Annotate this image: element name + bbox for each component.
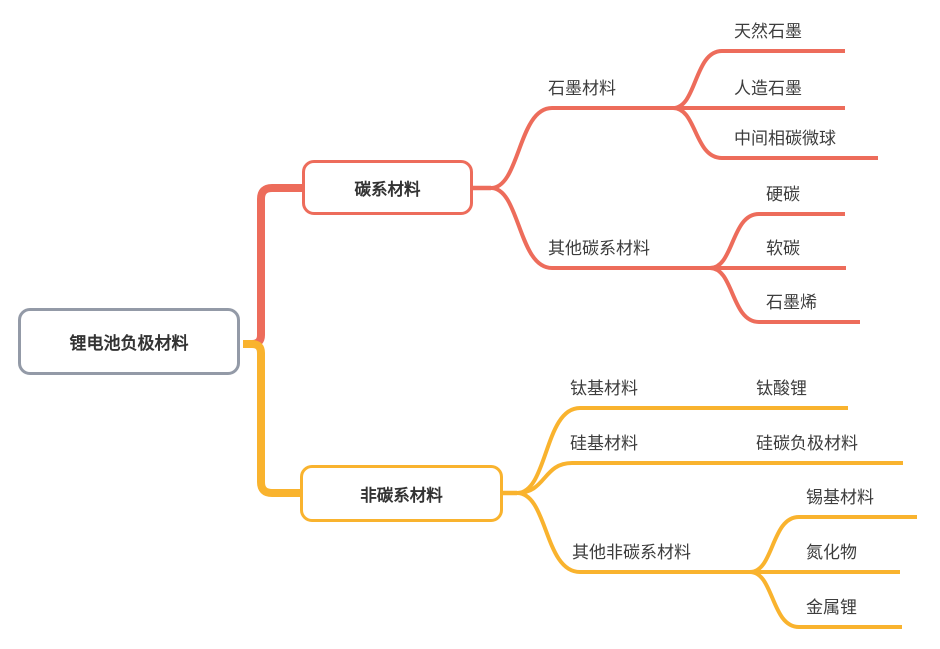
node-non-carbon-materials[interactable]: 非碳系材料: [300, 465, 503, 522]
natural-graphite-connector: [672, 49, 845, 110]
topic-silicon-based[interactable]: 硅基材料: [570, 434, 638, 453]
topic-other-non-carbon[interactable]: 其他非碳系材料: [572, 543, 691, 562]
leaf-nitride[interactable]: 氮化物: [806, 543, 857, 562]
graphene-connector: [709, 266, 860, 324]
silicon-row-connector: [516, 461, 903, 495]
leaf-soft-carbon[interactable]: 软碳: [766, 239, 800, 258]
noncarbon-node-label: 非碳系材料: [360, 486, 443, 505]
node-carbon-materials[interactable]: 碳系材料: [302, 160, 473, 215]
leaf-mesocarbon-microbeads[interactable]: 中间相碳微球: [734, 129, 836, 148]
other-carbon-row-connector: [490, 186, 846, 270]
leaf-lithium-metal[interactable]: 金属锂: [806, 598, 857, 617]
topic-graphite-materials[interactable]: 石墨材料: [548, 79, 616, 98]
leaf-hard-carbon[interactable]: 硬碳: [766, 185, 800, 204]
other-noncarbon-row-connector: [516, 491, 900, 574]
carbon-node-label: 碳系材料: [354, 180, 421, 199]
hard-carbon-connector: [709, 212, 845, 270]
root-node-label: 锂电池负极材料: [69, 334, 189, 353]
leaf-tin-based[interactable]: 锡基材料: [806, 488, 874, 507]
tin-based-connector: [749, 515, 917, 574]
topic-titanium-based[interactable]: 钛基材料: [570, 379, 638, 398]
leaf-graphene[interactable]: 石墨烯: [766, 293, 817, 312]
topic-other-carbon-materials[interactable]: 其他碳系材料: [548, 239, 650, 258]
leaf-artificial-graphite[interactable]: 人造石墨: [734, 79, 802, 98]
trunk-noncarbon-connector: [243, 340, 301, 497]
mesocarbon-connector: [672, 106, 878, 160]
graphite-row-connector: [490, 106, 845, 190]
leaf-lithium-titanate[interactable]: 钛酸锂: [756, 379, 807, 398]
titanium-row-connector: [516, 406, 848, 495]
root-node-anode-materials[interactable]: 锂电池负极材料: [18, 308, 240, 375]
lithium-metal-connector: [749, 570, 902, 629]
trunk-carbon-connector: [243, 184, 303, 348]
leaf-silicon-carbon-anode[interactable]: 硅碳负极材料: [756, 434, 858, 453]
leaf-natural-graphite[interactable]: 天然石墨: [734, 22, 802, 41]
